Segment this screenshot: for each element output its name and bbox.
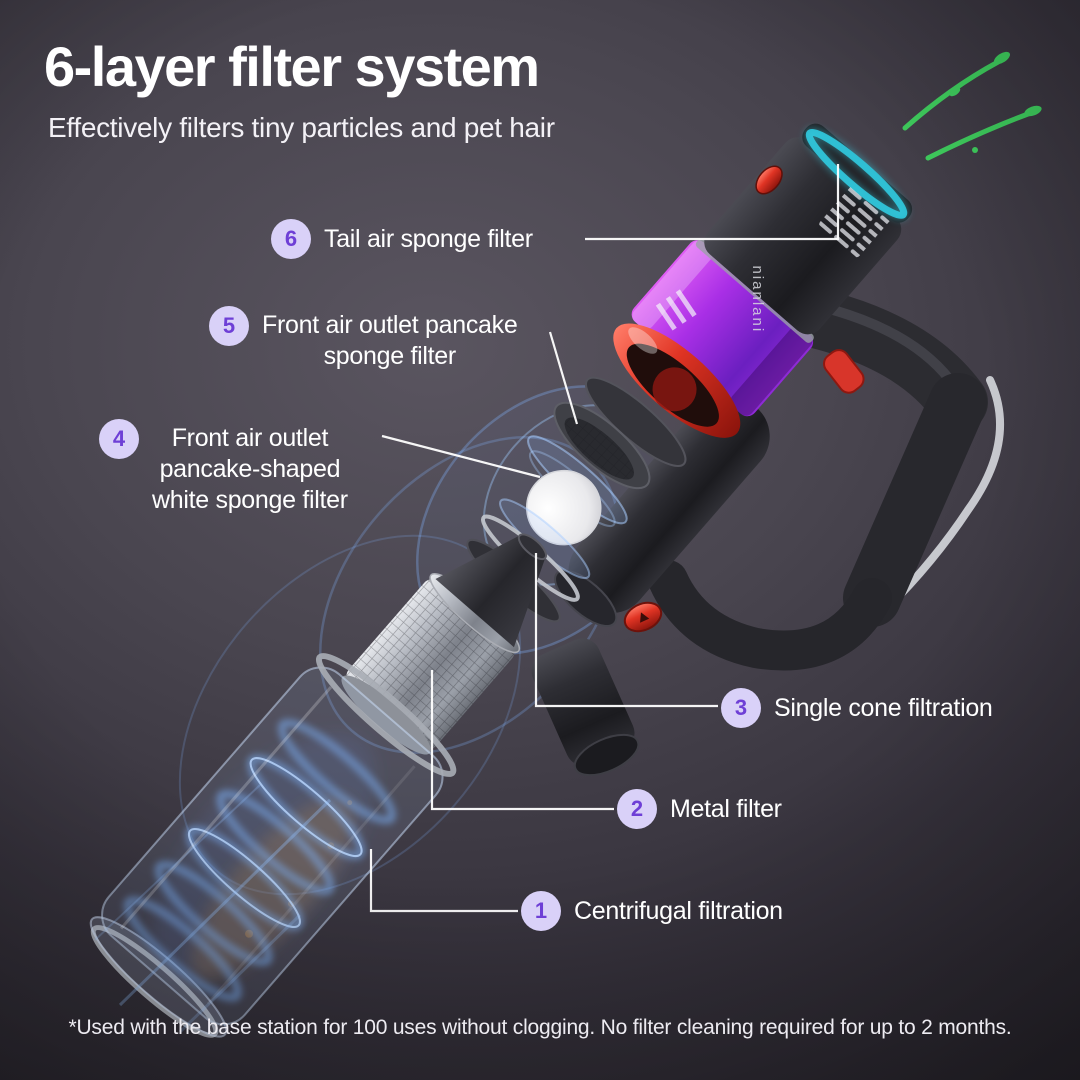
callout-4: 4 Front air outlet pancake-shaped white … [99,419,348,516]
leaf-icon [949,87,961,97]
cyclone-coils [124,720,395,1001]
callout-5-label: Front air outlet pancake sponge filter [262,311,518,370]
tail-cap [802,123,913,223]
callout-2-badge: 2 [617,789,657,829]
decal-stripes [655,289,697,331]
callout-3: 3 Single cone filtration [721,688,993,728]
callout-1-label: Centrifugal filtration [574,896,783,925]
cone-filter [435,533,548,648]
callout-line-1 [369,849,518,913]
white-sponge-filter [525,469,602,546]
callout-line-6 [585,164,840,241]
callout-6-badge: 6 [271,219,311,259]
callout-6: 6 Tail air sponge filter [271,219,533,259]
callout-1-badge: 1 [521,891,561,931]
callout-3-badge: 3 [721,688,761,728]
callout-2: 2 Metal filter [617,789,782,829]
callout-1: 1 Centrifugal filtration [521,891,783,931]
callout-line-2 [430,670,614,811]
callout-line-4 [381,434,541,479]
callout-line-3 [534,553,718,708]
dust-cup [89,653,457,1038]
leaf-icon [994,51,1010,65]
callout-3-label: Single cone filtration [774,693,993,722]
pancake-sponge-filter [553,401,651,490]
leaf-icon [1024,105,1042,117]
callout-2-label: Metal filter [670,794,782,823]
page-subtitle: Effectively filters tiny particles and p… [48,112,555,143]
release-button [623,601,663,633]
clean-air-flow [902,51,1042,161]
callout-5: 5 Front air outlet pancake sponge filter [209,306,518,372]
glow-streaks [94,784,332,1034]
brand-text: nianlani [749,265,766,333]
purple-band [631,240,814,417]
callout-4-label: Front air outlet pancake-shaped white sp… [152,424,348,514]
lower-tube [568,394,770,614]
page-title: 6-layer filter system [44,35,540,98]
inlet-duct [531,638,640,777]
callout-lines [369,164,840,913]
callout-4-badge: 4 [99,419,139,459]
power-button [755,165,783,195]
exploded-filters [89,401,651,1038]
trigger-button [823,349,865,394]
footnote: *Used with the base station for 100 uses… [68,1016,1012,1039]
callout-5-badge: 5 [209,306,249,346]
main-body: nianlani [554,123,913,627]
callout-line-5 [548,331,579,425]
callout-6-label: Tail air sponge filter [324,224,533,253]
